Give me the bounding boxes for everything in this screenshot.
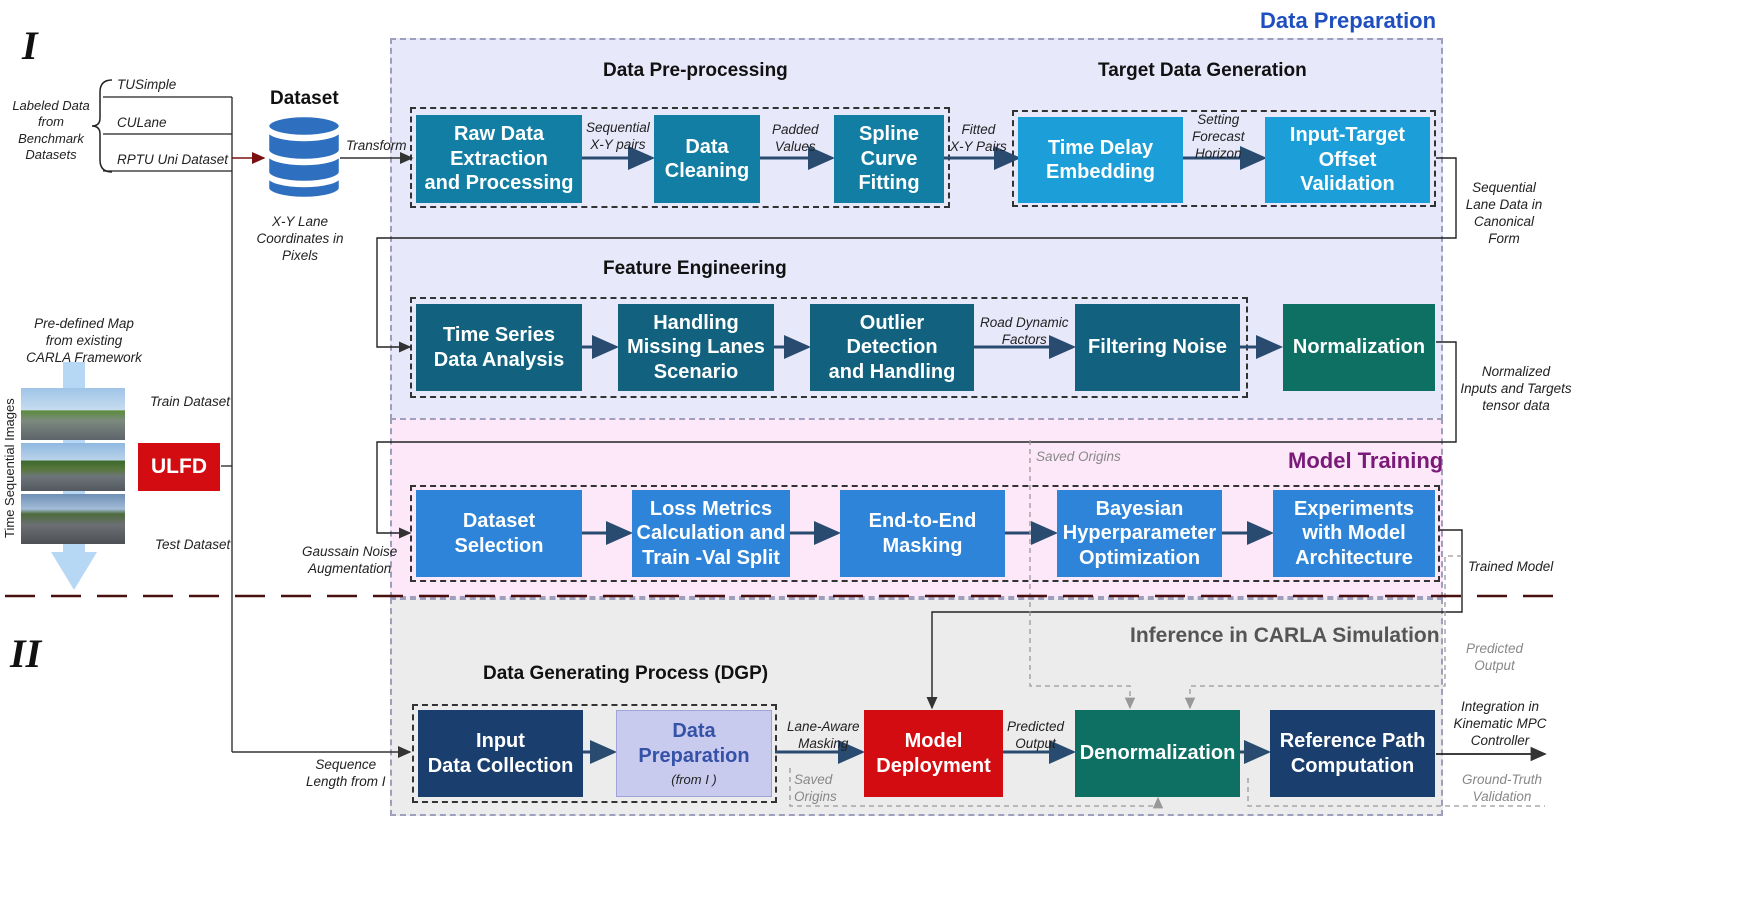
database-icon: [266, 114, 342, 200]
inference-title: Inference in CARLA Simulation: [1130, 624, 1440, 647]
ground-truth-label: Ground-Truth Validation: [1462, 772, 1543, 804]
road-image-1: [21, 388, 125, 440]
bayesian-optimization-box: Bayesian Hyperparameter Optimization: [1057, 490, 1222, 577]
saved-origins-top-label: Saved Origins: [1036, 449, 1121, 464]
carla-map-label: Pre-defined Map from existing CARLA Fram…: [26, 316, 142, 365]
model-training-title: Model Training: [1288, 448, 1444, 473]
forecast-horizon-label: Setting Forecast Horizon: [1192, 112, 1245, 161]
test-dataset-label: Test Dataset: [155, 537, 231, 552]
input-target-offset-box: Input-Target Offset Validation: [1265, 117, 1430, 203]
raw-data-extraction-box: Raw Data Extraction and Processing: [416, 115, 582, 203]
sequence-length-label: Sequence Length from I: [306, 757, 386, 789]
data-preparation-box-label: Data Preparation: [638, 720, 750, 767]
roman-numeral-one: I: [22, 23, 38, 68]
target-generation-title: Target Data Generation: [1098, 60, 1307, 81]
missing-lanes-box: Handling Missing Lanes Scenario: [618, 304, 774, 391]
predicted-output-label: Predicted Output: [1007, 719, 1065, 751]
data-preparation-title: Data Preparation: [1260, 8, 1437, 33]
data-preparation-box: Data Preparation (from I ): [616, 710, 772, 797]
road-image-3: [21, 494, 125, 544]
normalization-box: Normalization: [1283, 304, 1435, 391]
fitted-xy-label: Fitted X-Y Pairs: [950, 122, 1007, 154]
source-tusimple: TUSimple: [117, 77, 177, 92]
dgp-title: Data Generating Process (DGP): [483, 663, 769, 684]
labeled-data-label: Labeled Data from Benchmark Datasets: [12, 98, 90, 162]
time-delay-embedding-box: Time Delay Embedding: [1018, 117, 1183, 203]
ulfd-box: ULFD: [138, 443, 220, 491]
model-deployment-box: Model Deployment: [864, 710, 1003, 797]
source-culane: CULane: [117, 115, 167, 130]
feature-engineering-title: Feature Engineering: [603, 258, 787, 279]
road-image-2: [21, 443, 125, 491]
trained-model-label: Trained Model: [1468, 559, 1554, 574]
sequential-lane-label: Sequential Lane Data in Canonical Form: [1465, 180, 1543, 246]
time-series-analysis-box: Time Series Data Analysis: [416, 304, 582, 391]
preprocessing-title: Data Pre-processing: [603, 60, 788, 81]
outlier-detection-box: Outlier Detection and Handling: [810, 304, 974, 391]
sequential-xy-label: Sequential X-Y pairs: [586, 120, 650, 152]
padded-values-label: Padded Values: [772, 122, 819, 154]
transform-label: Transform: [346, 138, 407, 153]
normalized-tensor-label: Normalized Inputs and Targets tensor dat…: [1460, 364, 1572, 413]
integration-mpc-label: Integration in Kinematic MPC Controller: [1453, 699, 1547, 748]
denormalization-box: Denormalization: [1075, 710, 1240, 797]
reference-path-box: Reference Path Computation: [1270, 710, 1435, 797]
filtering-noise-box: Filtering Noise: [1075, 304, 1240, 391]
experiments-model-box: Experiments with Model Architecture: [1273, 490, 1435, 577]
end-to-end-masking-box: End-to-End Masking: [840, 490, 1005, 577]
road-dynamic-label: Road Dynamic Factors: [980, 315, 1069, 347]
source-rptu: RPTU Uni Dataset: [117, 152, 229, 167]
spline-curve-fitting-box: Spline Curve Fitting: [834, 115, 944, 203]
lane-aware-label: Lane-Aware Masking: [787, 719, 860, 751]
train-dataset-label: Train Dataset: [150, 394, 231, 409]
dataset-selection-box: Dataset Selection: [416, 490, 582, 577]
saved-origins-bottom-label: Saved Origins: [794, 772, 837, 804]
gaussian-noise-label: Gaussain Noise Augmentation: [302, 544, 398, 576]
input-data-collection-box: Input Data Collection: [418, 710, 583, 797]
predicted-output-gray-label: Predicted Output: [1466, 641, 1524, 673]
dataset-title: Dataset: [270, 88, 339, 109]
data-preparation-box-sub: (from I ): [671, 771, 717, 787]
data-cleaning-box: Data Cleaning: [654, 115, 760, 203]
roman-numeral-two: II: [10, 631, 42, 676]
dataset-caption: X-Y Lane Coordinates in Pixels: [256, 214, 344, 263]
loss-metrics-box: Loss Metrics Calculation and Train -Val …: [632, 490, 790, 577]
